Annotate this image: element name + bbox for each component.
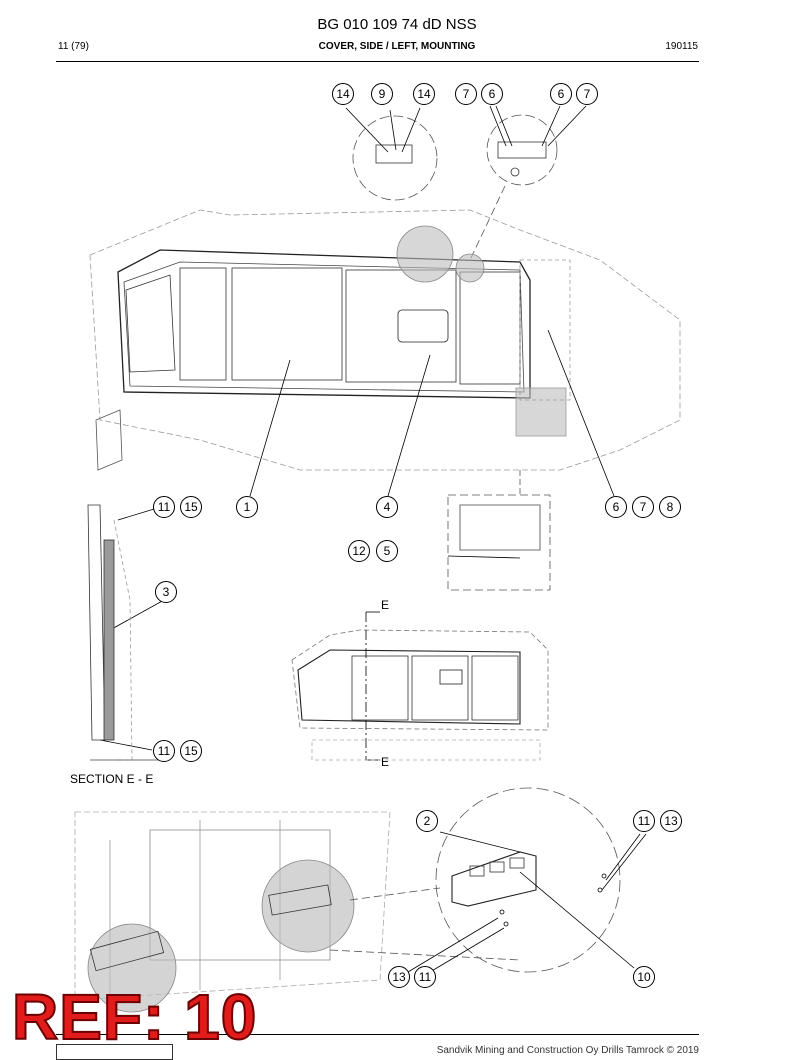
callout-13: 13 (388, 966, 410, 988)
doc-title: BG 010 109 74 dD NSS (317, 16, 477, 33)
callout-7: 7 (455, 83, 477, 105)
section-title: SECTION E - E (70, 772, 154, 786)
callout-2: 2 (416, 810, 438, 832)
callout-5: 5 (376, 540, 398, 562)
callout-11: 11 (414, 966, 436, 988)
main-cover-view (89, 209, 681, 471)
callout-15: 15 (180, 496, 202, 518)
callout-9: 9 (371, 83, 393, 105)
detail-circle-top-right (469, 105, 587, 261)
callout-10: 10 (633, 966, 655, 988)
small-overview (291, 611, 549, 761)
callout-3: 3 (155, 581, 177, 603)
callout-8: 8 (659, 496, 681, 518)
section-mark-e: E (381, 598, 390, 612)
callout-14: 14 (332, 83, 354, 105)
callout-11: 11 (153, 740, 175, 762)
callout-11: 11 (153, 496, 175, 518)
callout-6: 6 (605, 496, 627, 518)
leader-lines-main (99, 329, 615, 751)
section-ee-view (87, 504, 160, 761)
callout-4: 4 (376, 496, 398, 518)
header-rule (56, 61, 699, 62)
page-number: 11 (79) (58, 41, 89, 52)
section-mark-e: E (381, 755, 390, 769)
callout-11: 11 (633, 810, 655, 832)
callout-12: 12 (348, 540, 370, 562)
callout-7: 7 (576, 83, 598, 105)
detail-circle-top-left (345, 107, 438, 201)
sheet-title: COVER, SIDE / LEFT, MOUNTING (318, 41, 476, 52)
callout-15: 15 (180, 740, 202, 762)
ref-stamp: REF: 10 (11, 981, 258, 1053)
callout-1: 1 (236, 496, 258, 518)
callout-6: 6 (550, 83, 572, 105)
footer-rule (56, 1034, 699, 1035)
detail-box-side (447, 470, 551, 591)
callout-13: 13 (660, 810, 682, 832)
footer-copyright: Sandvik Mining and Construction Oy Drill… (436, 1045, 699, 1056)
detail-circle-bottom-right (407, 787, 647, 973)
callout-7: 7 (632, 496, 654, 518)
bottom-left-view (74, 811, 521, 1013)
doc-date: 190115 (665, 41, 698, 52)
callout-6: 6 (481, 83, 503, 105)
callout-14: 14 (413, 83, 435, 105)
